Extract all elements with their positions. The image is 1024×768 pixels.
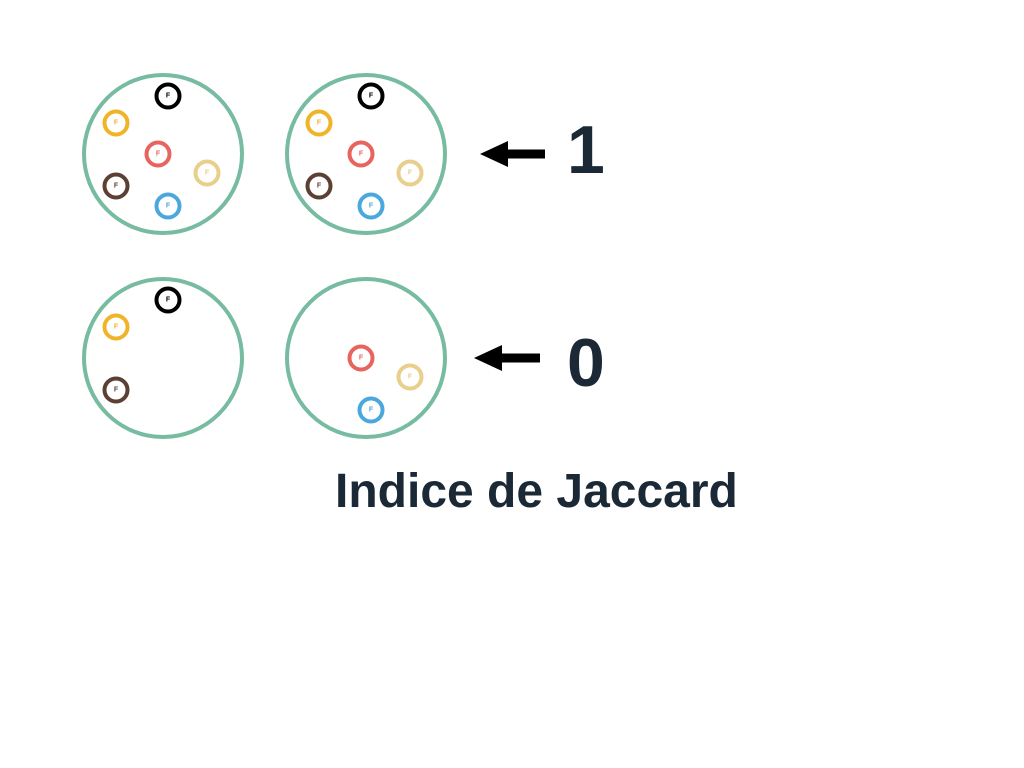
item-red: F <box>347 140 375 168</box>
set-1-a: F F F F F F <box>82 73 244 235</box>
item-black: F <box>154 286 182 314</box>
set-1-b: F F F F F F <box>285 73 447 235</box>
item-ring-black <box>154 286 182 314</box>
row-1-arrow <box>480 141 545 167</box>
row-1-score: 1 <box>567 112 605 188</box>
item-label-blue: F <box>369 407 374 414</box>
item-ring-red <box>347 344 375 372</box>
row-2-score: 0 <box>567 325 605 401</box>
item-label-yellow: F <box>114 324 119 331</box>
sets-layer: F F F F F F F F F F F F F F F F F F <box>82 73 447 439</box>
item-ring-red <box>144 140 172 168</box>
item-ring-blue <box>154 192 182 220</box>
row-2-arrow-head <box>474 345 502 371</box>
set-outline <box>82 277 244 439</box>
item-red: F <box>144 140 172 168</box>
item-ring-tan <box>193 159 221 187</box>
item-ring-yellow <box>102 109 130 137</box>
item-black: F <box>357 82 385 110</box>
item-tan: F <box>396 159 424 187</box>
item-yellow: F <box>102 109 130 137</box>
row-2-arrow <box>474 345 540 371</box>
item-ring-blue <box>357 396 385 424</box>
item-label-tan: F <box>408 170 413 177</box>
item-label-red: F <box>359 151 364 158</box>
item-ring-black <box>357 82 385 110</box>
item-ring-brown <box>102 172 130 200</box>
item-ring-tan <box>396 159 424 187</box>
item-label-black: F <box>166 297 171 304</box>
item-label-blue: F <box>166 203 171 210</box>
item-brown: F <box>102 172 130 200</box>
item-label-red: F <box>156 151 161 158</box>
item-ring-yellow <box>305 109 333 137</box>
item-label-black: F <box>166 93 171 100</box>
item-black: F <box>154 82 182 110</box>
item-label-red: F <box>359 355 364 362</box>
item-ring-brown <box>305 172 333 200</box>
item-blue: F <box>357 192 385 220</box>
item-blue: F <box>154 192 182 220</box>
item-ring-brown <box>102 376 130 404</box>
item-yellow: F <box>102 313 130 341</box>
item-label-brown: F <box>114 387 119 394</box>
item-ring-blue <box>357 192 385 220</box>
item-ring-yellow <box>102 313 130 341</box>
item-label-yellow: F <box>317 120 322 127</box>
item-label-brown: F <box>317 183 322 190</box>
item-ring-tan <box>396 363 424 391</box>
item-tan: F <box>193 159 221 187</box>
item-brown: F <box>305 172 333 200</box>
set-outline <box>285 73 447 235</box>
set-2-a: F F F <box>82 277 244 439</box>
item-ring-red <box>347 140 375 168</box>
item-label-tan: F <box>408 374 413 381</box>
item-tan: F <box>396 363 424 391</box>
item-label-brown: F <box>114 183 119 190</box>
item-yellow: F <box>305 109 333 137</box>
arrows-layer <box>474 141 545 371</box>
item-red: F <box>347 344 375 372</box>
row-1-arrow-head <box>480 141 508 167</box>
set-2-b: F F F <box>285 277 447 439</box>
item-blue: F <box>357 396 385 424</box>
item-ring-black <box>154 82 182 110</box>
set-outline <box>82 73 244 235</box>
item-label-blue: F <box>369 203 374 210</box>
item-brown: F <box>102 376 130 404</box>
set-outline <box>285 277 447 439</box>
diagram-caption: Indice de Jaccard <box>335 465 738 518</box>
item-label-black: F <box>369 93 374 100</box>
item-label-yellow: F <box>114 120 119 127</box>
item-label-tan: F <box>205 170 210 177</box>
